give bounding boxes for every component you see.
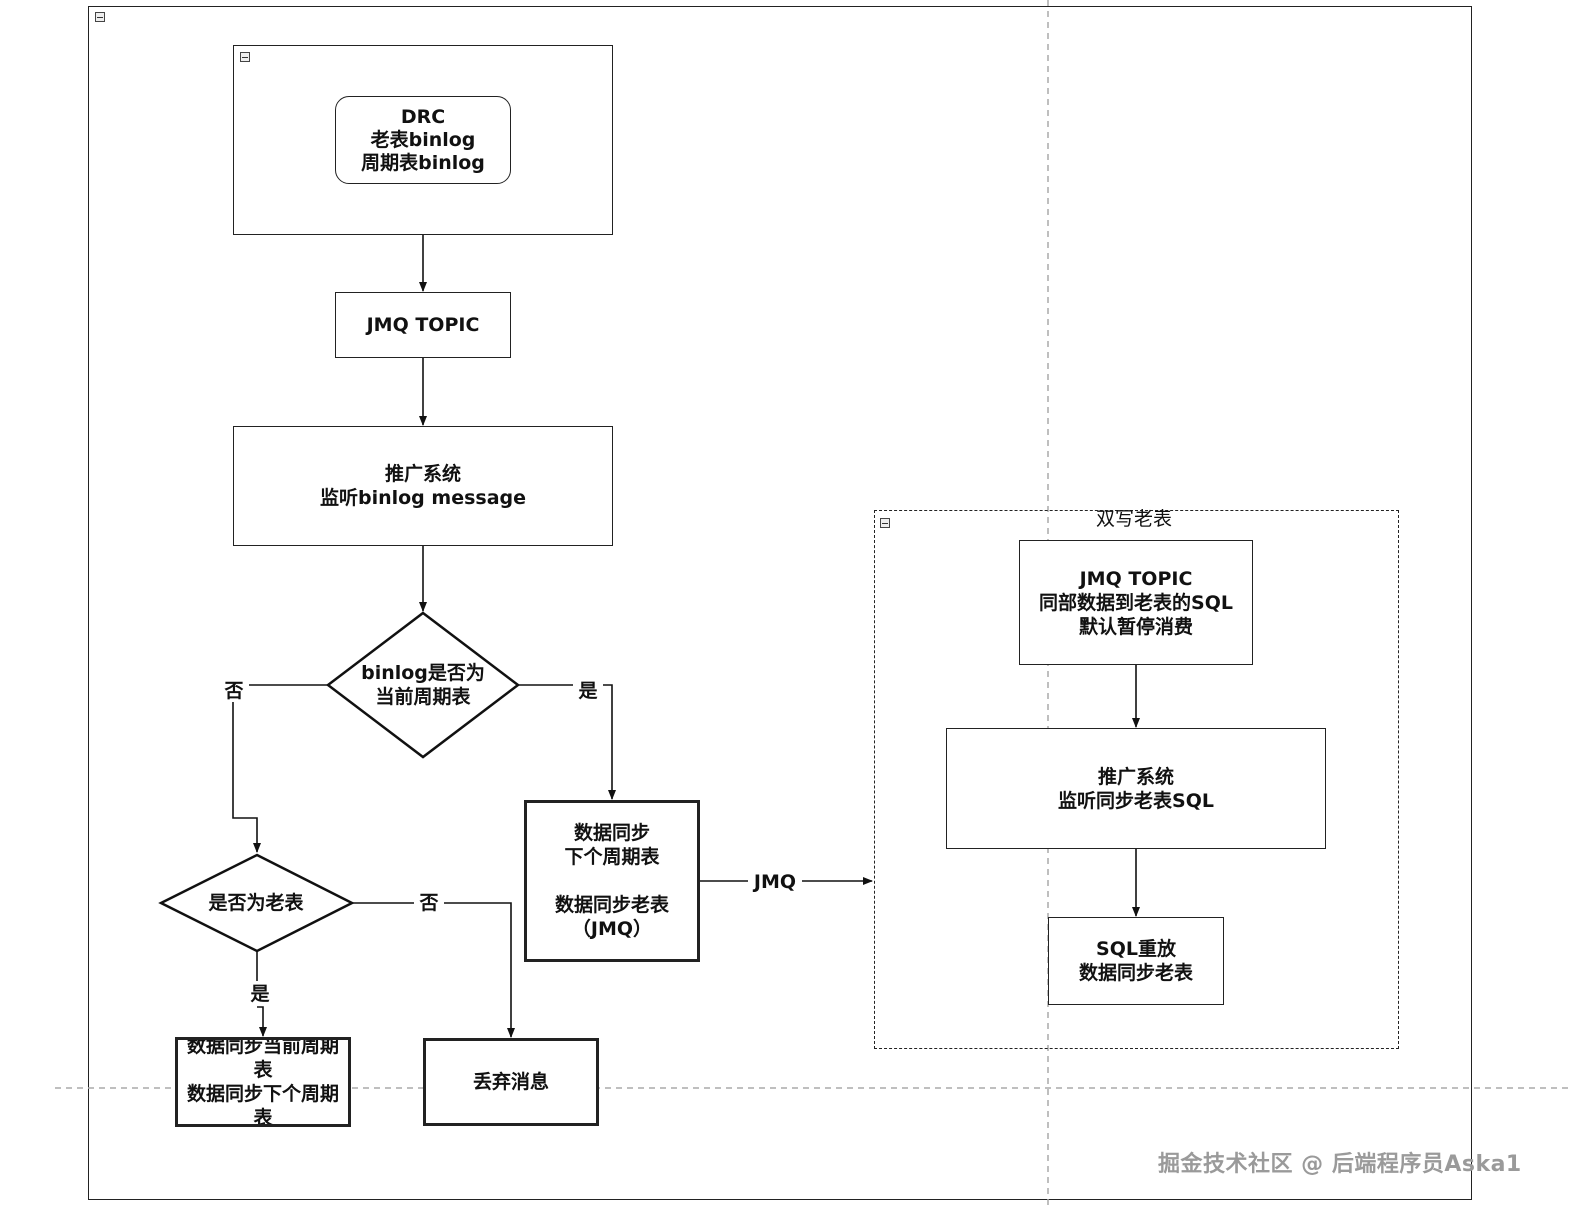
watermark-credit: 掘金技术社区 @ 后端程序员Aska1 xyxy=(1158,1152,1522,1177)
canvas-collapse-icon[interactable] xyxy=(95,12,105,22)
canvas-frame xyxy=(88,6,1472,1200)
decision-current-shape xyxy=(325,611,521,759)
edge-label-no-2: 否 xyxy=(414,892,444,914)
promo-listen-binlog-node[interactable]: 推广系统 监听binlog message xyxy=(233,426,613,546)
promo-listen-sql-node[interactable]: 推广系统 监听同步老表SQL xyxy=(946,728,1326,849)
edge-decision-yes xyxy=(517,684,616,800)
dual-write-collapse-icon[interactable] xyxy=(880,518,890,528)
edge-label-yes-2: 是 xyxy=(245,983,275,1005)
edge-old-yes-2 xyxy=(257,1006,267,1037)
edge-label-jmq: JMQ xyxy=(748,871,802,893)
edge-label-yes-1: 是 xyxy=(573,680,603,702)
dual-write-group xyxy=(874,510,1399,1049)
jmq-topic-sql-node[interactable]: JMQ TOPIC 同部数据到老表的SQL 默认暂停消费 xyxy=(1019,540,1253,665)
decision-old-text[interactable]: 是否为老表 xyxy=(208,892,304,914)
edge-decision-no xyxy=(232,684,329,853)
drc-group xyxy=(233,45,613,235)
drc-group-collapse-icon[interactable] xyxy=(240,52,250,62)
sync-current-next-node[interactable]: 数据同步当前周期 表 数据同步下个周期 表 xyxy=(175,1037,351,1127)
sql-replay-node[interactable]: SQL重放 数据同步老表 xyxy=(1048,917,1224,1005)
sync-next-and-old-node[interactable]: 数据同步 下个周期表 数据同步老表 （JMQ） xyxy=(524,800,700,962)
edge-old-no xyxy=(351,902,515,1038)
decision-old-shape xyxy=(158,853,355,953)
discard-node[interactable]: 丢弃消息 xyxy=(423,1038,599,1126)
decision-current-text[interactable]: binlog是否为 当前周期表 xyxy=(361,662,485,708)
jmq-topic-node[interactable]: JMQ TOPIC xyxy=(335,292,511,358)
dual-write-title: 双写老表 xyxy=(1095,508,1172,530)
drc-node[interactable]: DRC 老表binlog 周期表binlog xyxy=(335,96,511,184)
edge-label-no-1: 否 xyxy=(219,680,249,702)
